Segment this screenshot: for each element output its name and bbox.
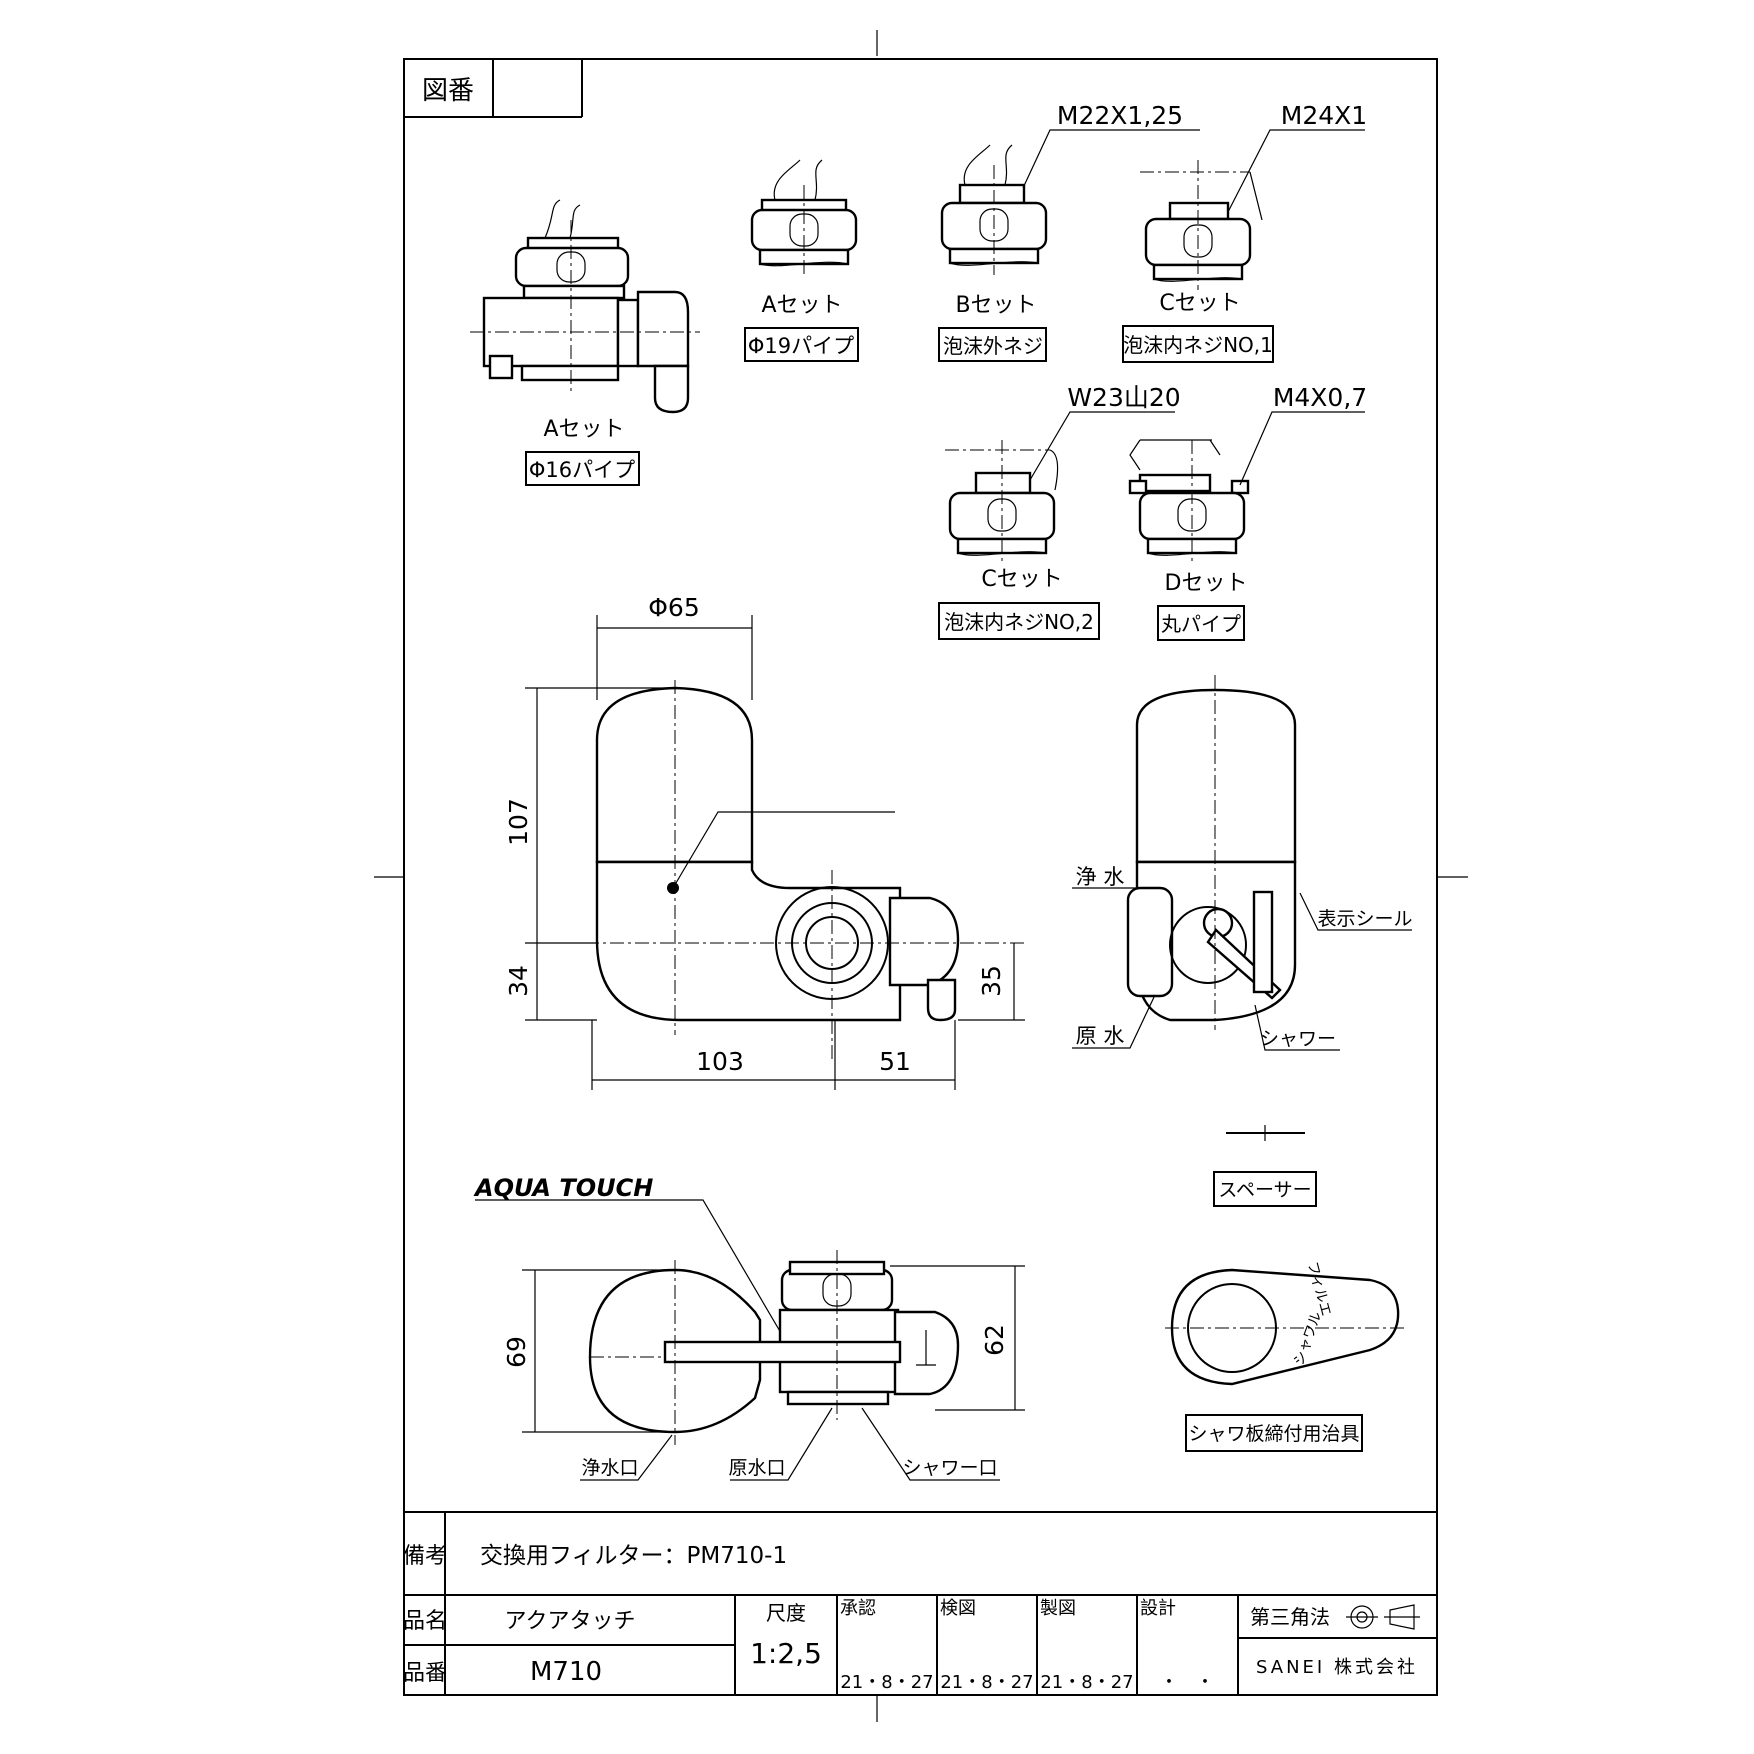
product-no-value: M710	[530, 1657, 602, 1687]
clean-outlet-label: 浄水口	[581, 1457, 638, 1479]
crop-marks	[374, 30, 1468, 1722]
bottom-view: AQUA TOUCH 69 62 浄水口 原水口 シャワー口	[473, 1174, 1025, 1481]
design-label: 設計	[1140, 1598, 1176, 1619]
c1-set-label: Cセット	[1159, 291, 1240, 316]
approve-label: 承認	[840, 1598, 876, 1619]
c1-set-box-text: 泡沫内ネジNO,1	[1123, 333, 1273, 357]
c1-thread-label: M24X1	[1281, 101, 1367, 130]
design-date: ・ ・	[1160, 1672, 1214, 1693]
a19-set-label: Aセット	[761, 293, 842, 318]
side-view: 浄 水 原 水 表示シール シャワー	[1072, 675, 1413, 1051]
title-block: 備考 交換用フィルター：PM710-1 品名 アクアタッチ 品番 M710 尺度…	[403, 1511, 1437, 1695]
jig-label: シャワ板締付用治具	[1188, 1423, 1359, 1445]
a16-set-drawing: Aセット Φ16パイプ	[470, 199, 700, 486]
dim-diameter-65: Φ65	[648, 593, 700, 622]
c2-set-label: Cセット	[981, 567, 1062, 592]
a19-set-box-text: Φ19パイプ	[748, 334, 854, 358]
remarks-value: 交換用フィルター：PM710-1	[480, 1543, 787, 1569]
b-set-box-text: 泡沫外ネジ	[943, 334, 1043, 358]
c2-set-box-text: 泡沫内ネジNO,2	[944, 610, 1094, 634]
remarks-label: 備考	[403, 1544, 447, 1569]
b-set-label: Bセット	[955, 293, 1036, 318]
company-name: SANEI 株式会社	[1256, 1657, 1418, 1678]
dim-width-103: 103	[696, 1047, 744, 1076]
approve-date: 21・8・27	[840, 1672, 933, 1693]
a16-set-box	[525, 451, 640, 486]
display-seal-label: 表示シール	[1317, 908, 1412, 930]
c1-set-box	[1122, 325, 1274, 363]
brand-label: AQUA TOUCH	[473, 1174, 653, 1202]
draw-date: 21・8・27	[1040, 1672, 1133, 1693]
product-name-label: 品名	[403, 1609, 447, 1634]
raw-outlet-label: 原水口	[728, 1457, 785, 1479]
check-date: 21・8・27	[940, 1672, 1033, 1693]
dim-width-51: 51	[879, 1047, 911, 1076]
scale-value: 1:2,5	[750, 1637, 822, 1670]
front-view: Φ65 107 34 35 103 51	[504, 593, 1025, 1090]
dim-height-62: 62	[980, 1324, 1009, 1356]
raw-water-label: 原 水	[1076, 1024, 1125, 1048]
b-set-box	[938, 327, 1047, 362]
a16-set-box-text: Φ16パイプ	[529, 458, 635, 482]
shower-outlet-label: シャワー口	[902, 1457, 997, 1479]
a16-set-label: Aセット	[543, 417, 624, 442]
a19-set-drawing: Aセット Φ19パイプ	[744, 159, 859, 362]
product-no-label: 品番	[403, 1661, 447, 1686]
d-set-box	[1157, 605, 1245, 641]
scale-label: 尺度	[766, 1601, 806, 1625]
jig-part: フィルエ シャワル シャワ板締付用治具	[1165, 1260, 1405, 1452]
drawing-number-label: 図番	[422, 76, 474, 106]
jig-box	[1185, 1414, 1363, 1452]
spacer-label: スペーサー	[1218, 1179, 1311, 1201]
dim-height-107: 107	[504, 798, 533, 846]
third-angle-projection-icon	[1346, 1604, 1420, 1630]
spacer-part: スペーサー	[1213, 1125, 1317, 1207]
dim-height-69: 69	[502, 1336, 531, 1368]
d-set-box-text: 丸パイプ	[1161, 612, 1241, 636]
shower-label: シャワー	[1260, 1028, 1336, 1050]
d-set-label: Dセット	[1165, 571, 1248, 596]
dim-height-35: 35	[977, 965, 1006, 997]
a19-set-box	[744, 327, 859, 362]
b-set-drawing: M22X1,25 Bセット 泡沫外ネジ	[938, 101, 1200, 362]
d-set-drawing: M4X0,7 Dセット 丸パイプ	[1128, 383, 1367, 641]
check-label: 検図	[940, 1598, 976, 1619]
draw-label: 製図	[1040, 1598, 1076, 1619]
product-name-value: アクアタッチ	[505, 1609, 636, 1634]
b-thread-label: M22X1,25	[1057, 101, 1183, 130]
c2-thread-label: W23山20	[1067, 383, 1180, 412]
spacer-box	[1213, 1171, 1317, 1207]
d-thread-label: M4X0,7	[1273, 383, 1367, 412]
drawing-border	[403, 58, 1438, 1696]
clean-water-label: 浄 水	[1076, 865, 1125, 889]
c2-set-drawing: W23山20 Cセット 泡沫内ネジNO,2	[938, 383, 1181, 640]
c2-set-box	[938, 602, 1100, 640]
dim-height-34: 34	[504, 965, 533, 997]
projection-label: 第三角法	[1250, 1605, 1330, 1629]
c1-set-drawing: M24X1 Cセット 泡沫内ネジNO,1	[1122, 101, 1367, 363]
drawing-number-box: 図番	[404, 59, 583, 118]
